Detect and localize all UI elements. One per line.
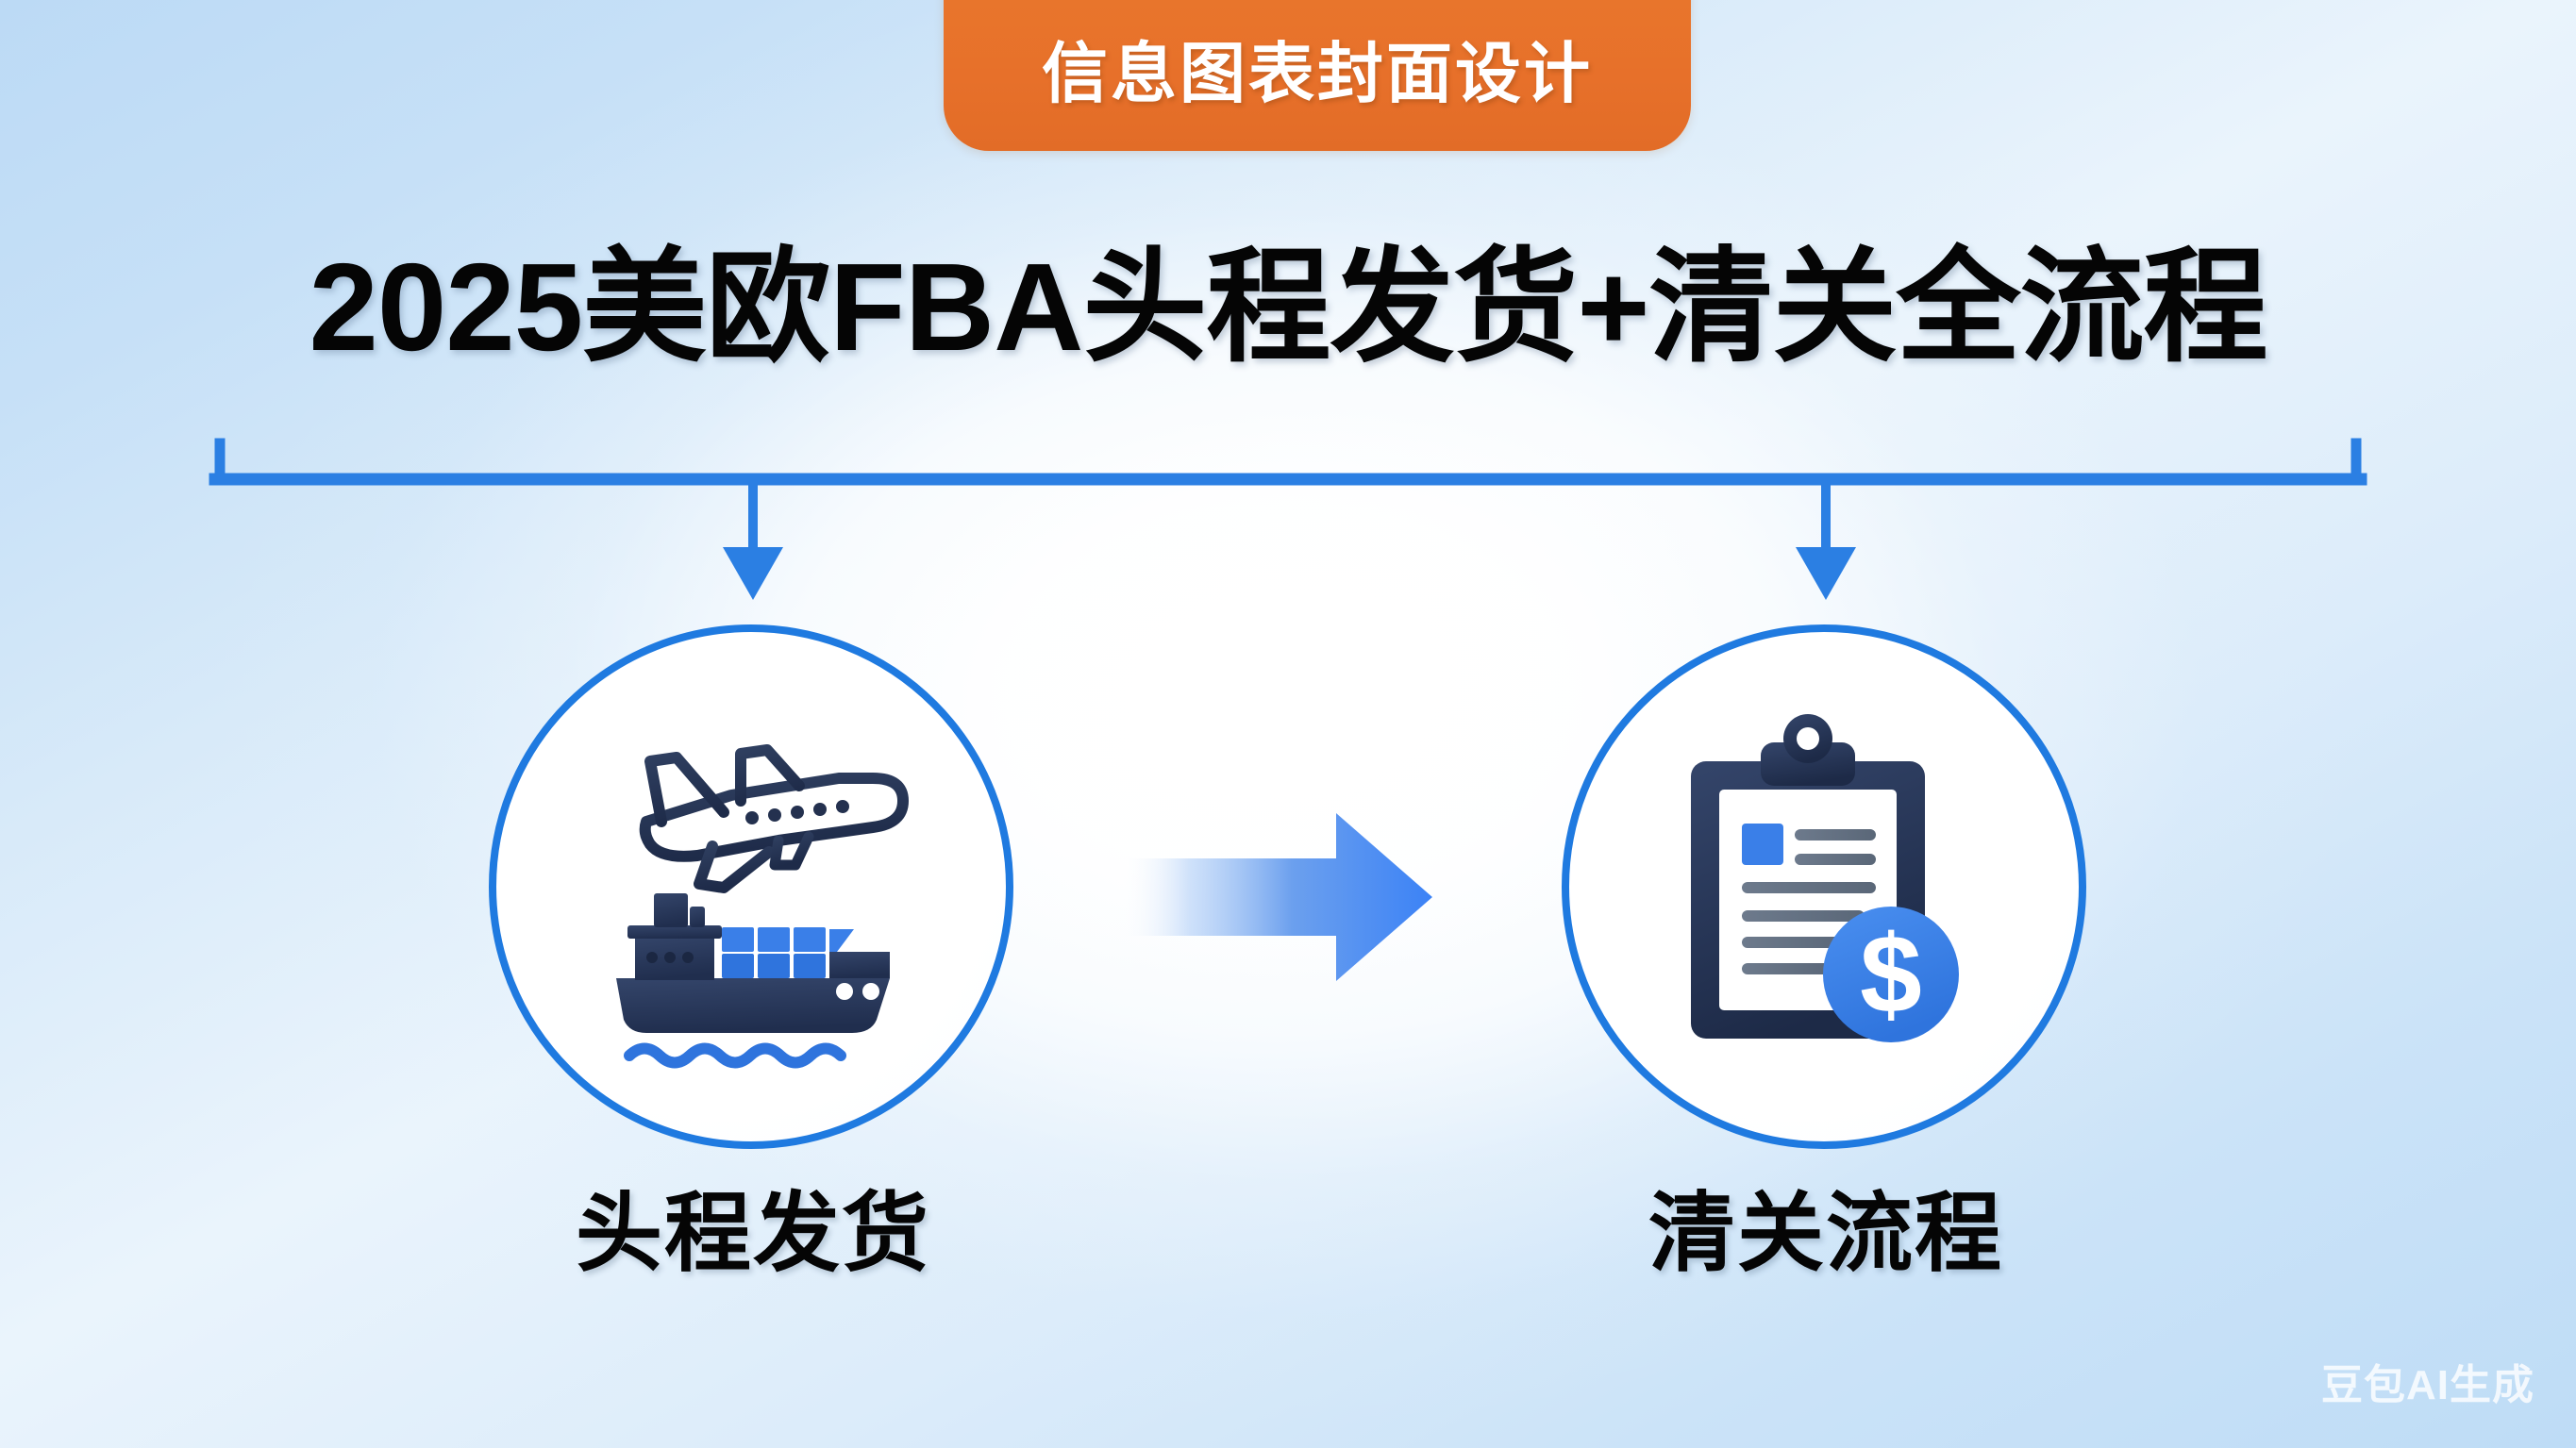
node-shipping[interactable] bbox=[489, 624, 1017, 1153]
banner-ribbon: 信息图表封面设计 bbox=[944, 0, 1691, 151]
customs-circle: $ bbox=[1562, 624, 2086, 1149]
page-title: 2025美欧FBA头程发货+清关全流程 bbox=[309, 238, 2267, 376]
node-customs-label: 清关流程 bbox=[1648, 1186, 2003, 1282]
svg-text:$: $ bbox=[1860, 912, 1922, 1037]
bracket-connector bbox=[209, 438, 2367, 600]
clipboard-dollar-icon: $ bbox=[1691, 714, 1959, 1042]
node-customs[interactable]: $ bbox=[1562, 624, 2090, 1153]
arrow-head-left-icon bbox=[723, 547, 783, 600]
airplane-ship-icon bbox=[616, 744, 909, 1069]
banner-label: 信息图表封面设计 bbox=[1042, 37, 1593, 110]
flow-arrow-icon bbox=[1121, 813, 1432, 981]
node-shipping-label: 头程发货 bbox=[575, 1186, 930, 1282]
watermark: 豆包AI生成 bbox=[2321, 1362, 2534, 1408]
arrow-head-right-icon bbox=[1796, 547, 1856, 600]
shipping-circle bbox=[489, 624, 1013, 1149]
